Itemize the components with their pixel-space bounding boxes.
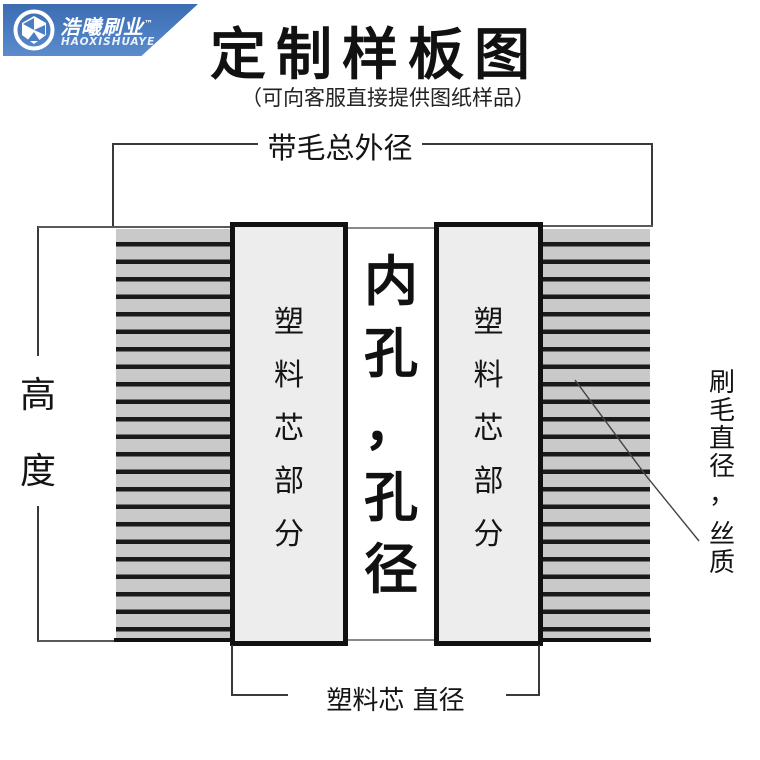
bottom-dimension-tail-left [231,694,288,696]
right-core-label: 塑料芯部分 [473,304,504,552]
top-dimension-line-left [113,143,258,145]
brand-name-cn: 浩曦刷业™ [60,11,154,40]
top-edge-line-left [38,226,230,228]
bottom-dimension-drop-right [538,645,540,696]
height-line-lower [37,506,39,642]
bristle-diameter-label: 刷毛直径， [708,368,735,510]
bottom-edge-thick-left [114,638,233,642]
inner-hole-label: 内孔，孔径 [364,250,418,601]
right-plastic-core: 塑料芯部分 [434,222,543,646]
silk-quality-label: 丝质 [708,520,735,578]
bottom-dimension-drop-left [231,645,233,696]
top-dimension-drop-left [112,143,114,228]
inner-hole-bottom-line [348,639,434,641]
brand-banner: 浩曦刷业™ HAOXISHUAYE [3,4,198,56]
bottom-dimension-label: 塑料芯 直径 [326,686,465,716]
height-line-upper [37,226,39,356]
top-dimension-line-right [422,143,653,145]
top-dimension-drop-right [651,143,653,226]
bottom-edge-thin-left [38,640,118,642]
bristle-side-label: 刷毛直径， 丝质 [701,369,743,577]
height-label: 高度 [19,375,56,492]
left-plastic-core: 塑料芯部分 [230,222,348,646]
bottom-dimension-tail-right [506,694,540,696]
left-core-label: 塑料芯部分 [274,304,304,552]
brand-name-en: HAOXISHUAYE [61,36,156,48]
brand-logo-icon [13,9,55,51]
left-bristle-area [116,229,230,640]
inner-hole-top-line [348,227,434,229]
trademark-mark: ™ [144,19,154,30]
top-dimension-label: 带毛总外径 [267,131,413,165]
right-bristle-area [543,229,650,640]
bottom-edge-thick-right [540,638,651,642]
top-edge-line-right [543,225,653,227]
page-subtitle: （可向客服直接提供图纸样品） [241,86,535,110]
page-title: 定制样板图 [210,23,540,88]
brand-name-cn-text: 浩曦刷业 [60,15,144,39]
